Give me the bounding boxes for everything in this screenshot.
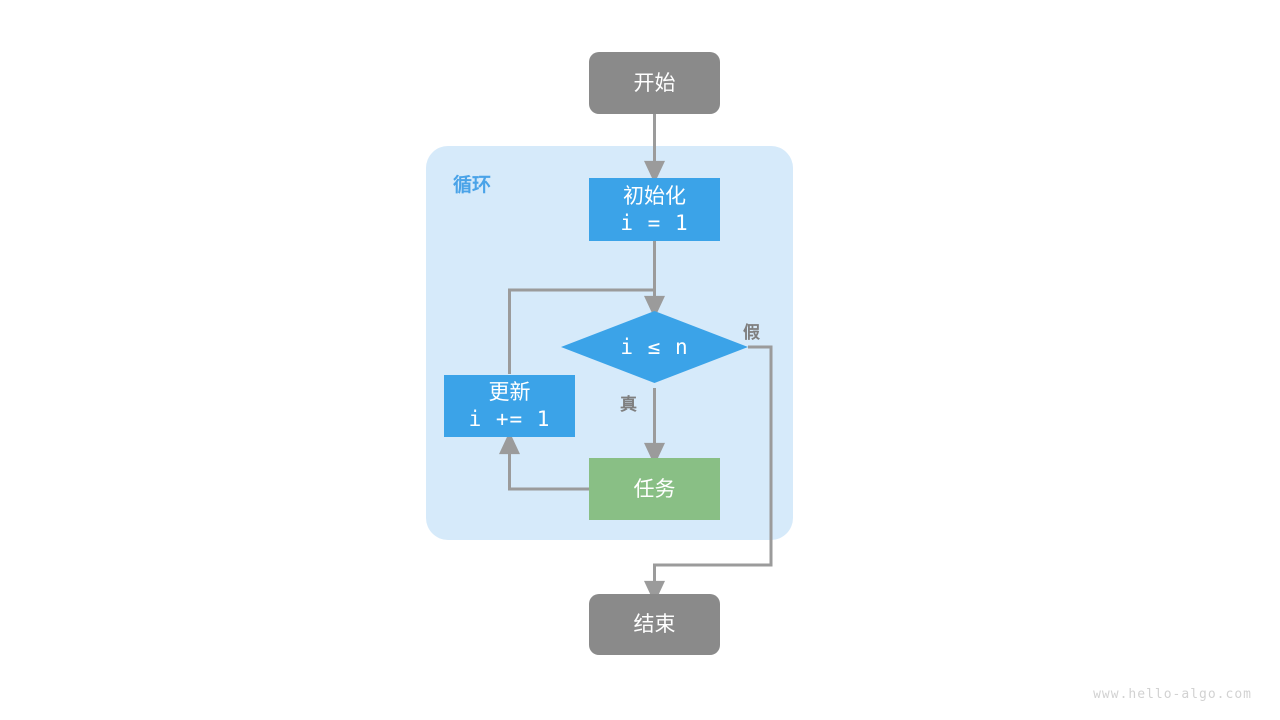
node-task-shape[interactable]: [589, 458, 720, 520]
node-update-shape[interactable]: [444, 375, 575, 437]
edge-task-to-update: [499, 431, 589, 491]
node-condition-shape[interactable]: [561, 311, 748, 383]
node-end-shape[interactable]: [589, 594, 720, 655]
edge-condition-false-to-end: [644, 345, 773, 604]
node-init-shape[interactable]: [589, 178, 720, 241]
node-start-shape[interactable]: [589, 52, 720, 114]
edge-update-to-condition: [508, 288, 655, 374]
watermark-text: www.hello-algo.com: [1093, 687, 1252, 702]
